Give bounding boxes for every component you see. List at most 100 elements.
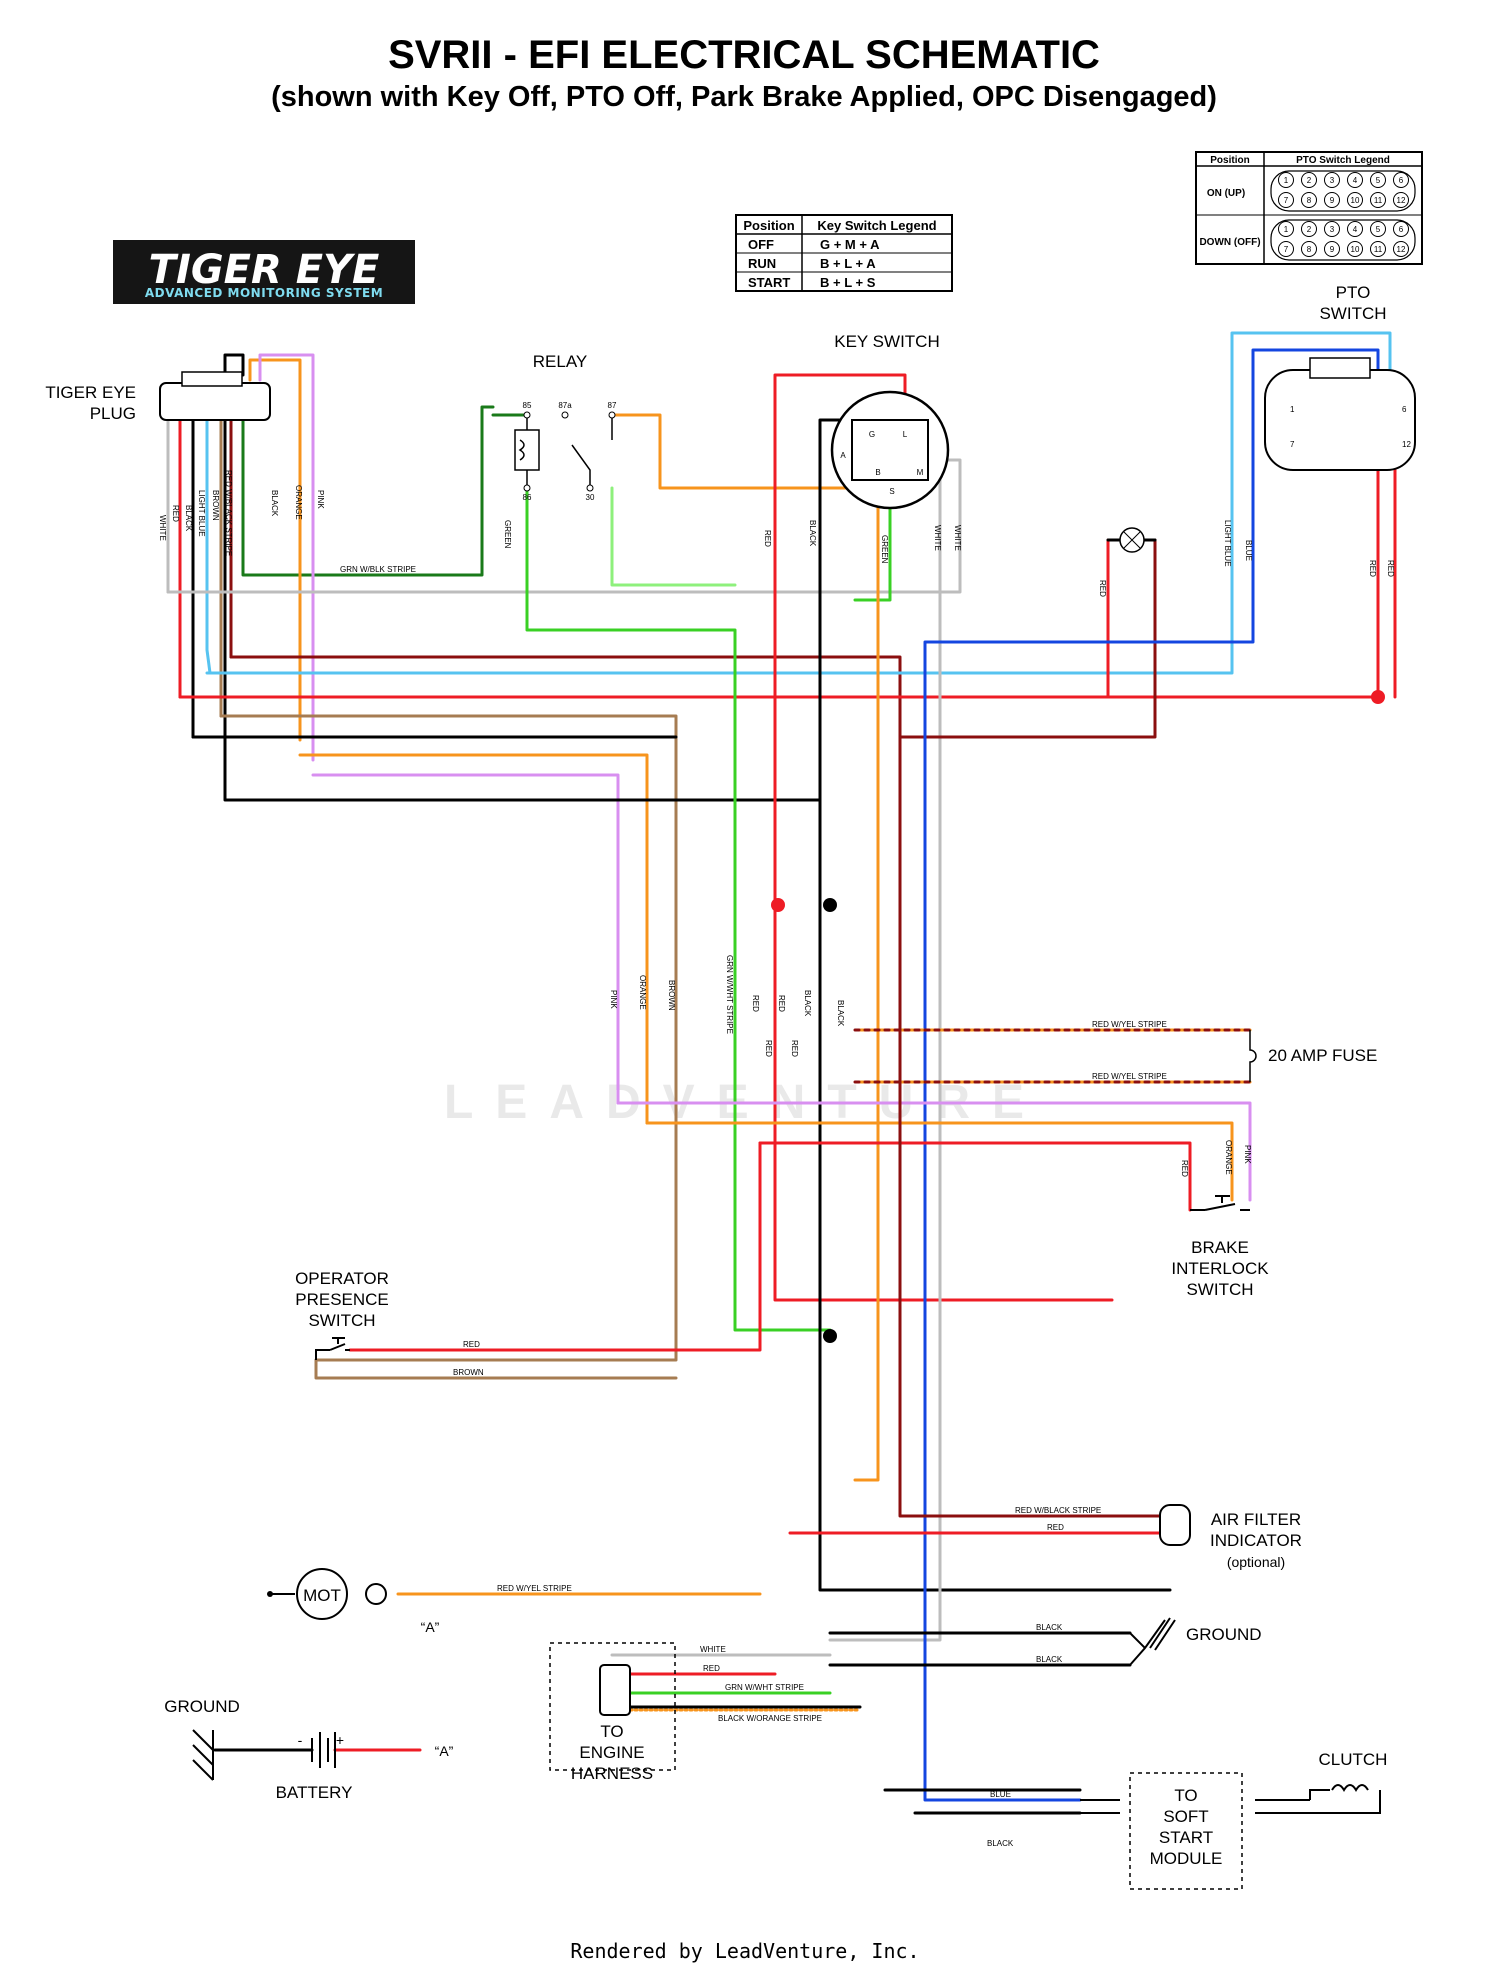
pto-legend-pin-number: 5 bbox=[1376, 225, 1381, 234]
pto-pin-12: 12 bbox=[1402, 440, 1411, 449]
wire-label-fuse-b: RED W/YEL STRIPE bbox=[1092, 1072, 1167, 1081]
air-filter-indicator: AIR FILTER INDICATOR (optional) bbox=[1159, 1504, 1302, 1570]
key-switch-legend: Position Key Switch Legend OFF G + M + A… bbox=[735, 214, 953, 292]
ground-right: GROUND bbox=[1129, 1617, 1262, 1666]
soft-start-module: TO SOFT START MODULE CLUTCH bbox=[1080, 1750, 1388, 1890]
wire-label-lamp-red: RED bbox=[1098, 580, 1107, 597]
key-legend-header-legend: Key Switch Legend bbox=[817, 218, 936, 233]
pto-legend-pin-number: 3 bbox=[1330, 225, 1335, 234]
key-switch-label: KEY SWITCH bbox=[834, 332, 939, 351]
pto-legend-pin bbox=[1324, 172, 1340, 188]
key-pin-g: G bbox=[869, 430, 875, 439]
key-pin-s: S bbox=[889, 487, 894, 496]
air-filter-label1: AIR FILTER bbox=[1211, 1510, 1301, 1529]
key-legend-off: OFF bbox=[748, 237, 774, 252]
pto-legend-pin-number: 8 bbox=[1307, 196, 1312, 205]
wire-label-trunk-black: BLACK bbox=[803, 990, 812, 1017]
page-title: SVRII - EFI ELECTRICAL SCHEMATIC bbox=[388, 33, 1100, 77]
wire-label-fuse-a: RED W/YEL STRIPE bbox=[1092, 1020, 1167, 1029]
pto-legend-header-legend: PTO Switch Legend bbox=[1296, 155, 1390, 166]
pto-legend-pin-number: 1 bbox=[1284, 176, 1289, 185]
pto-legend-pin bbox=[1347, 172, 1363, 188]
wire-label-mot-red-yel: RED W/YEL STRIPE bbox=[497, 1584, 572, 1593]
operator-presence-switch: OPERATOR PRESENCE SWITCH bbox=[295, 1269, 389, 1360]
wire-label-key-white-b: WHITE bbox=[953, 525, 962, 551]
wire-label-trunk-red-b: RED bbox=[764, 1040, 773, 1057]
wire-label-key-white-a: WHITE bbox=[933, 525, 942, 551]
wire-label-plug-white: WHITE bbox=[158, 515, 167, 541]
soft-start-label1: TO bbox=[1174, 1786, 1197, 1805]
wire-label-brake-pink: PINK bbox=[1243, 1145, 1252, 1164]
pto-legend-pin bbox=[1347, 241, 1363, 257]
pto-legend-pin bbox=[1324, 192, 1340, 208]
tiger-eye-logo: TIGER EYE ADVANCED MONITORING SYSTEM bbox=[113, 240, 415, 304]
brake-interlock-label2: INTERLOCK bbox=[1171, 1259, 1269, 1278]
wire-label-brake-red: RED bbox=[1180, 1160, 1189, 1177]
key-pin-l: L bbox=[903, 430, 908, 439]
wire-label-ss-black: BLACK bbox=[987, 1839, 1014, 1848]
pto-legend-pin-number: 10 bbox=[1351, 196, 1360, 205]
pto-legend-pin-number: 11 bbox=[1374, 196, 1383, 205]
starter-motor: MOT “A” bbox=[267, 1568, 440, 1635]
pto-legend-pin-number: 4 bbox=[1353, 225, 1358, 234]
pto-legend-pin-number: 6 bbox=[1399, 225, 1404, 234]
wire-label-pto-light-blue: LIGHT BLUE bbox=[1223, 520, 1232, 567]
relay-pin-30: 30 bbox=[586, 493, 595, 502]
wire-label-eng-white: WHITE bbox=[700, 1645, 726, 1654]
pto-legend-pin bbox=[1347, 192, 1363, 208]
key-pin-m: M bbox=[917, 468, 924, 477]
wire-label-key-green: GREEN bbox=[880, 535, 889, 564]
wire-label-ss-blue: BLUE bbox=[990, 1790, 1011, 1799]
wire-label-key-black: BLACK bbox=[808, 520, 817, 547]
wire-label-trunk-grn-wht: GRN W/WHT STRIPE bbox=[725, 955, 734, 1034]
pto-legend-pin bbox=[1393, 172, 1409, 188]
pto-legend-pin bbox=[1370, 221, 1386, 237]
brake-interlock-switch: BRAKE INTERLOCK SWITCH bbox=[1171, 1195, 1269, 1299]
relay-pin-87: 87 bbox=[608, 401, 617, 410]
pto-legend-pin-number: 9 bbox=[1330, 196, 1335, 205]
pto-legend-pin-number: 12 bbox=[1397, 245, 1406, 254]
junctions bbox=[771, 690, 1385, 1343]
pto-legend-pin-number: 7 bbox=[1284, 196, 1289, 205]
pto-legend-pin-number: 11 bbox=[1374, 245, 1383, 254]
battery-ref-label: “A” bbox=[435, 1743, 454, 1759]
wire-label-gnd-black-b: BLACK bbox=[1036, 1655, 1063, 1664]
brake-interlock-label1: BRAKE bbox=[1191, 1238, 1249, 1257]
pto-legend-pin bbox=[1278, 172, 1294, 188]
pto-pin-6: 6 bbox=[1402, 405, 1407, 414]
indicator-lamp bbox=[1119, 527, 1145, 553]
tiger-eye-plug-label1: TIGER EYE bbox=[45, 383, 136, 402]
air-filter-label2: INDICATOR bbox=[1210, 1531, 1302, 1550]
battery-minus-label: - bbox=[298, 1732, 303, 1748]
pto-legend-pin-number: 8 bbox=[1307, 245, 1312, 254]
relay: RELAY 85 87a 87 86 30 bbox=[514, 352, 617, 502]
wire-label-air-red: RED bbox=[1047, 1523, 1064, 1532]
logo-line2: ADVANCED MONITORING SYSTEM bbox=[145, 286, 383, 300]
pto-switch: PTO SWITCH 1 6 7 12 bbox=[1264, 283, 1416, 471]
wire-label-pto-red-b: RED bbox=[1386, 560, 1395, 577]
brake-interlock-label3: SWITCH bbox=[1186, 1280, 1253, 1299]
wire-label-air-red-blk: RED W/BLACK STRIPE bbox=[1015, 1506, 1101, 1515]
wire-label-pto-blue: BLUE bbox=[1244, 540, 1253, 561]
wire-label-trunk-orange: ORANGE bbox=[638, 975, 647, 1010]
wire-label-eng-red: RED bbox=[703, 1664, 720, 1673]
pto-legend-pin bbox=[1301, 221, 1317, 237]
wire-label-trunk-red-a: RED bbox=[751, 995, 760, 1012]
logo-line1: TIGER EYE bbox=[149, 247, 380, 293]
wire-label-plug-red-black: RED W/BLACK STRIPE bbox=[224, 470, 233, 556]
key-pin-a: A bbox=[840, 451, 846, 460]
relay-label: RELAY bbox=[533, 352, 588, 371]
key-legend-off-value: G + M + A bbox=[820, 237, 880, 252]
pto-switch-legend: Position PTO Switch Legend ON (UP) DOWN … bbox=[1195, 151, 1423, 265]
key-legend-run: RUN bbox=[748, 256, 776, 271]
pto-legend-pin-number: 4 bbox=[1353, 176, 1358, 185]
page-subtitle: (shown with Key Off, PTO Off, Park Brake… bbox=[271, 81, 1217, 113]
relay-pin-86: 86 bbox=[523, 493, 532, 502]
pto-legend-pin bbox=[1370, 192, 1386, 208]
wire-label-gnd-black-a: BLACK bbox=[1036, 1623, 1063, 1632]
clutch-label: CLUTCH bbox=[1319, 1750, 1388, 1769]
pto-legend-pin bbox=[1393, 241, 1409, 257]
pto-legend-header-position: Position bbox=[1210, 155, 1249, 166]
pto-legend-pin bbox=[1301, 172, 1317, 188]
